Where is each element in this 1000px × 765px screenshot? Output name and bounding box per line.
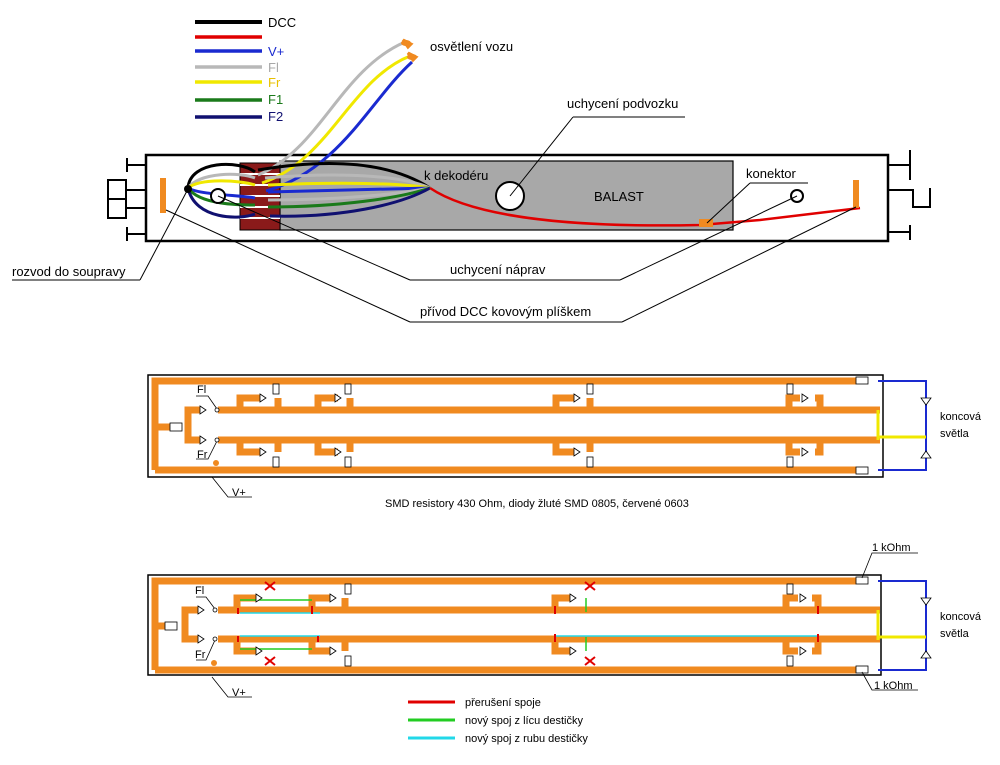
pcb2-cuts xyxy=(237,581,819,666)
decoder-wires xyxy=(186,162,431,219)
pcb2-new-front xyxy=(240,598,587,651)
connector xyxy=(699,219,713,227)
legend2-label-cut: přerušení spoje xyxy=(465,697,541,709)
label-dcc-supply: přívod DCC kovovým plíškem xyxy=(420,304,591,319)
pcb2-leaders xyxy=(196,552,918,698)
pcb-original: Fl Fr V+ koncová světla SMD resistory 43… xyxy=(147,374,982,510)
pcb1-traces xyxy=(151,377,880,474)
pcb1-end-lights-2: světla xyxy=(940,428,970,440)
pcb-modified: Fl Fr V+ koncová světla 1 kOhm 1 kOhm xyxy=(147,542,982,699)
legend-label-fl: Fl xyxy=(268,60,279,75)
pcb2-label-r-top: 1 kOhm xyxy=(872,542,911,554)
label-car-lights: osvětlení vozu xyxy=(430,39,513,54)
pcb1-diodes xyxy=(199,393,809,457)
label-connector: konektor xyxy=(746,166,797,181)
pcb2-label-vplus: V+ xyxy=(232,687,246,699)
right-coupler xyxy=(888,150,931,240)
leader-lines xyxy=(12,116,857,323)
pcb2-label-fl: Fl xyxy=(195,585,204,597)
pcb1-label-fr: Fr xyxy=(197,449,208,461)
pcb1-end-lights-1: koncová xyxy=(940,411,982,423)
light-wires xyxy=(257,38,419,193)
pcb1-board xyxy=(147,374,884,478)
pcb2-end-lights-2: světla xyxy=(940,628,970,640)
pcb2-end-lights-1: koncová xyxy=(940,611,982,623)
label-train-distribution: rozvod do soupravy xyxy=(12,264,126,279)
label-bogie-mount: uchycení podvozku xyxy=(567,96,678,111)
wire-legend: DCC V+ Fl Fr F1 F2 xyxy=(195,15,296,124)
pcb1-end-lights xyxy=(876,380,932,471)
legend2-label-back: nový spoj z rubu destičky xyxy=(465,733,588,745)
pcb2-board xyxy=(147,574,882,676)
dcc-strip-left xyxy=(160,178,166,213)
dcc-red-wire xyxy=(429,186,861,227)
pcb1-label-fl: Fl xyxy=(197,384,206,396)
legend-label-f2: F2 xyxy=(268,109,283,124)
legend-label-f1: F1 xyxy=(268,92,283,107)
pcb2-end-lights xyxy=(876,580,932,671)
pcb2-label-fr: Fr xyxy=(195,649,206,661)
pcb2-new-back xyxy=(240,612,818,637)
legend-label-dcc: DCC xyxy=(268,15,296,30)
label-to-decoder: k dekodéru xyxy=(424,168,488,183)
legend-label-fr: Fr xyxy=(268,75,281,90)
pcb2-components xyxy=(164,576,869,674)
pcb1-label-vplus: V+ xyxy=(232,487,246,499)
pcb2-diodes xyxy=(197,593,807,656)
legend-label-vplus: V+ xyxy=(268,44,284,59)
pcb1-caption: SMD resistory 430 Ohm, diody žluté SMD 0… xyxy=(385,498,689,510)
pcb1-components xyxy=(169,376,869,475)
legend2-label-front: nový spoj z lícu destičky xyxy=(465,715,583,727)
label-axle-mount: uchycení náprav xyxy=(450,262,546,277)
car-diagram: osvětlení vozu uchycení podvozku k dekod… xyxy=(12,38,931,323)
dcc-strip-right xyxy=(853,180,859,208)
label-ballast: BALAST xyxy=(594,189,644,204)
left-coupler xyxy=(107,158,146,241)
pcb2-traces xyxy=(151,577,880,674)
pcb1-leaders xyxy=(196,395,252,498)
modification-legend: přerušení spoje nový spoj z lícu destičk… xyxy=(408,697,588,745)
pcb2-label-r-bottom: 1 kOhm xyxy=(874,680,913,692)
